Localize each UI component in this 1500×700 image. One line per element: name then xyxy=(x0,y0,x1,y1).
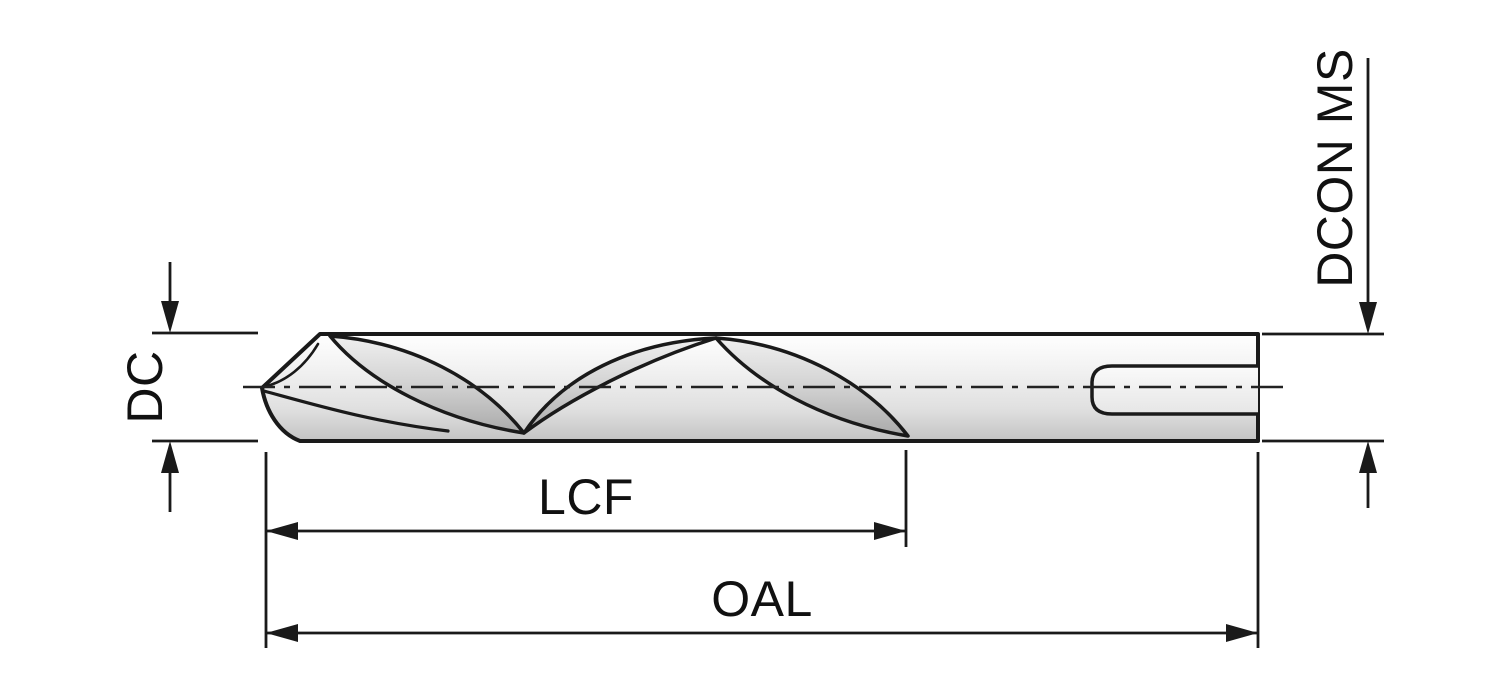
drill-point-detail xyxy=(261,342,450,433)
oal-label: OAL xyxy=(711,571,813,627)
tang-slot xyxy=(1090,364,1258,416)
dcon-dimension: DCON MS xyxy=(1262,48,1384,508)
dc-arrowhead-top xyxy=(161,301,179,333)
dcon-arrowhead-bottom xyxy=(1359,441,1377,473)
dcon-label: DCON MS xyxy=(1307,48,1363,288)
dc-label: DC xyxy=(117,350,173,423)
dcon-arrowhead-top xyxy=(1359,302,1377,334)
drill-body xyxy=(243,332,1283,443)
oal-arrowhead-left xyxy=(266,624,298,642)
lcf-label: LCF xyxy=(538,469,634,525)
oal-arrowhead-right xyxy=(1226,624,1258,642)
dc-arrowhead-bottom xyxy=(161,441,179,473)
dc-dimension: DC xyxy=(117,262,258,512)
chisel-edge-line xyxy=(261,342,320,389)
lcf-dimension: LCF xyxy=(266,450,908,547)
lcf-arrowhead-left xyxy=(266,522,298,540)
cutting-lip-line xyxy=(262,389,450,433)
lcf-arrowhead-right xyxy=(874,522,906,540)
oal-dimension: OAL xyxy=(264,452,1260,648)
